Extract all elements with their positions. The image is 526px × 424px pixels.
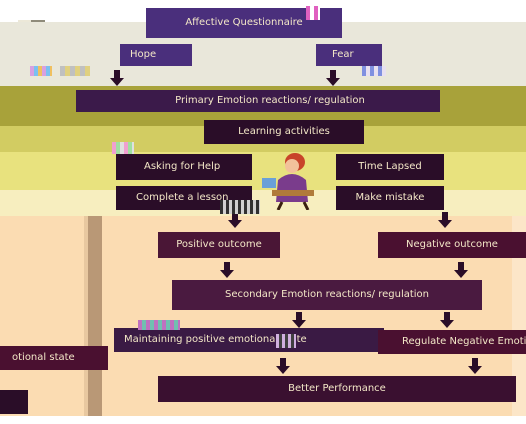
time-lapsed-box: Time Lapsed bbox=[336, 154, 444, 180]
maintain-positive-box: Maintaining positive emotional state bbox=[114, 328, 384, 352]
hope-box: Hope bbox=[120, 44, 192, 66]
down-arrow-icon bbox=[440, 312, 454, 328]
secondary-emotion-box: Secondary Emotion reactions/ regulation bbox=[172, 280, 482, 310]
make-mistake-box: Make mistake bbox=[336, 186, 444, 210]
better-performance-box: Better Performance bbox=[158, 376, 516, 402]
right-edge-light bbox=[512, 216, 526, 424]
down-arrow-icon bbox=[276, 358, 290, 374]
down-arrow-icon bbox=[220, 262, 234, 278]
glitch-block bbox=[220, 200, 260, 214]
primary-emotion-box: Primary Emotion reactions/ regulation bbox=[76, 90, 440, 112]
glitch-block bbox=[60, 66, 90, 76]
fear-box: Fear bbox=[316, 44, 382, 66]
negative-outcome-box: Negative outcome bbox=[378, 232, 526, 258]
down-arrow-icon bbox=[326, 70, 340, 86]
down-arrow-icon bbox=[468, 358, 482, 374]
down-arrow-icon bbox=[110, 70, 124, 86]
bottom-edge bbox=[0, 416, 526, 424]
student-illustration-icon bbox=[262, 153, 314, 210]
down-arrow-icon bbox=[438, 212, 452, 228]
asking-for-help-box: Asking for Help bbox=[116, 154, 252, 180]
down-arrow-icon bbox=[228, 212, 242, 228]
glitch-block bbox=[112, 142, 134, 154]
down-arrow-icon bbox=[454, 262, 468, 278]
glitch-block bbox=[30, 66, 52, 76]
left-divider-light bbox=[84, 216, 88, 424]
regulate-negative-box: Regulate Negative Emotional state bbox=[378, 330, 526, 354]
left-divider-dark bbox=[88, 216, 102, 424]
left-dark-block bbox=[0, 390, 28, 414]
down-arrow-icon bbox=[292, 312, 306, 328]
glitch-block bbox=[362, 66, 386, 76]
left-emotional-state-box: otional state bbox=[0, 346, 108, 370]
glitch-block bbox=[306, 6, 320, 20]
glitch-block bbox=[138, 320, 180, 330]
learning-activities-box: Learning activities bbox=[204, 120, 364, 144]
glitch-block bbox=[276, 334, 296, 348]
positive-outcome-box: Positive outcome bbox=[158, 232, 280, 258]
